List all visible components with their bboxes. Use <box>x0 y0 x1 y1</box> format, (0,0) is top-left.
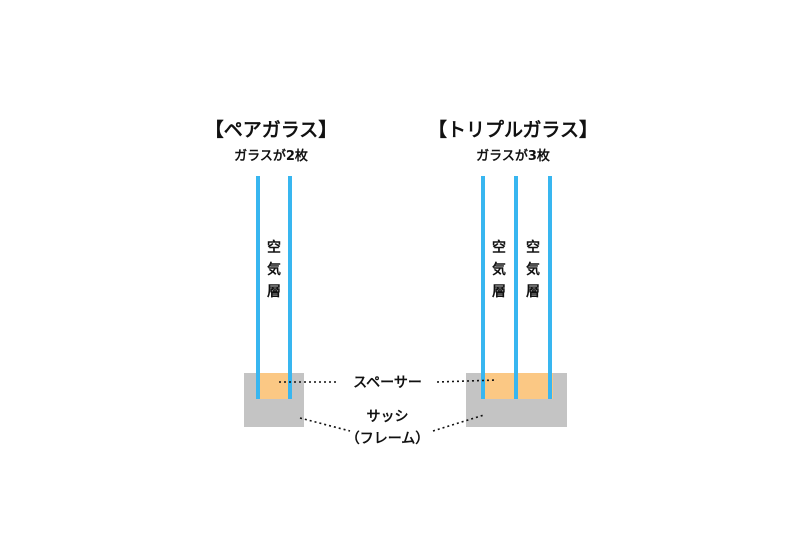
triple-glass-title: 【トリプルガラス】 <box>427 119 599 141</box>
sash-leader-right <box>432 414 485 432</box>
spacer-leader-right <box>436 379 498 383</box>
triple-air-layer-label-left: 空気層 <box>492 240 506 300</box>
triple-glass-pane-3 <box>548 176 552 399</box>
sash-callout-label-line1: サッシ <box>366 409 409 425</box>
triple-air-layer-label-right: 空気層 <box>526 240 540 300</box>
pair-glass-subtitle: ガラスが2枚 <box>234 149 308 164</box>
triple-glass-pane-2 <box>514 176 518 399</box>
sash-leader-left <box>299 417 351 432</box>
pair-spacer <box>258 373 290 399</box>
triple-glass-pane-1 <box>481 176 485 399</box>
pair-glass-pane-2 <box>288 176 292 399</box>
pair-air-layer-label: 空気層 <box>267 240 281 300</box>
pair-glass-title: 【ペアガラス】 <box>204 119 338 141</box>
spacer-callout-label: スペーサー <box>353 375 422 391</box>
triple-glass-subtitle: ガラスが3枚 <box>476 149 550 164</box>
sash-callout-label-line2: （フレーム） <box>345 431 430 447</box>
pair-glass-pane-1 <box>256 176 260 399</box>
